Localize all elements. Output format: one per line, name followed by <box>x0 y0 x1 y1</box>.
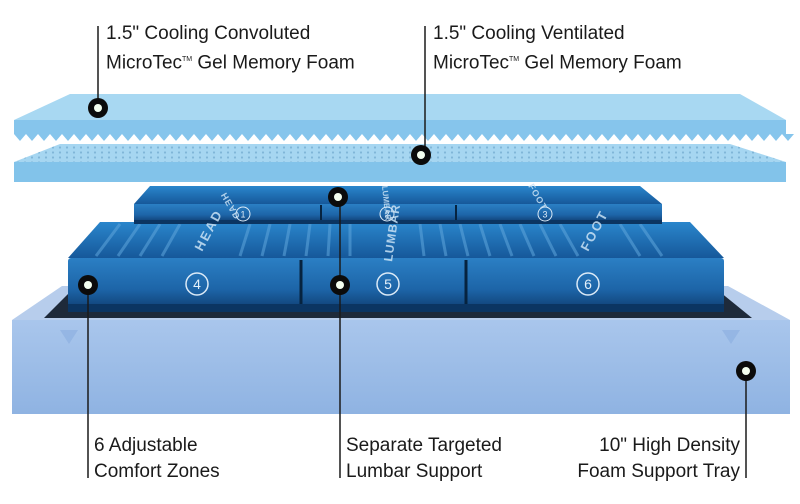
callout-convoluted-foam: 1.5" Cooling Convoluted MicroTecTM Gel M… <box>106 21 355 76</box>
callout-convoluted-line1: 1.5" Cooling Convoluted <box>106 23 311 44</box>
svg-text:6: 6 <box>584 276 592 292</box>
callout-leaders <box>87 26 747 478</box>
trademark-mark: TM <box>182 56 193 63</box>
callout-dot-tray <box>736 361 756 381</box>
chamber-numbers: 1 2 3 4 5 6 <box>185 206 600 296</box>
callout-tray-line2: Foam Support Tray <box>577 461 740 482</box>
svg-text:1: 1 <box>240 210 245 220</box>
callout-dot-zones <box>78 275 98 295</box>
callout-ventilated-line1: 1.5" Cooling Ventilated <box>433 23 625 44</box>
lower-air-chambers <box>68 222 724 312</box>
callout-lumbar-line1: Separate Targeted <box>346 435 502 456</box>
chamber-number-1: 1 <box>235 206 251 222</box>
callout-dots <box>78 98 756 381</box>
chamber-number-6: 6 <box>576 272 600 296</box>
chamber-number-3: 3 <box>537 206 553 222</box>
svg-text:3: 3 <box>542 210 547 220</box>
chamber-number-4: 4 <box>185 272 209 296</box>
ventilated-foam-layer <box>14 144 786 182</box>
callout-dot-convoluted <box>88 98 108 118</box>
callout-tray-line1: 10" High Density <box>599 435 740 456</box>
callout-zones-line2: Comfort Zones <box>94 461 220 482</box>
svg-text:4: 4 <box>193 276 201 292</box>
chamber-number-5: 5 <box>376 272 400 296</box>
callout-convoluted-line2: MicroTecTM Gel Memory Foam <box>106 52 355 74</box>
svg-text:5: 5 <box>384 276 392 292</box>
callout-dot-upper-chamber <box>328 187 348 207</box>
callout-comfort-zones: 6 Adjustable Comfort Zones <box>94 433 220 485</box>
callout-support-tray: 10" High Density Foam Support Tray <box>560 433 740 485</box>
chamber-number-2: 2 <box>379 206 395 222</box>
callout-ventilated-line2: MicroTecTM Gel Memory Foam <box>433 52 682 74</box>
callout-ventilated-foam: 1.5" Cooling Ventilated MicroTecTM Gel M… <box>433 21 682 76</box>
callout-zones-line1: 6 Adjustable <box>94 435 198 456</box>
svg-text:2: 2 <box>384 210 389 220</box>
convoluted-foam-layer <box>14 94 794 141</box>
callout-dot-ventilated <box>411 145 431 165</box>
callout-dot-lumbar <box>330 275 350 295</box>
trademark-mark: TM <box>509 56 520 63</box>
callout-lumbar-support: Separate Targeted Lumbar Support <box>346 433 502 485</box>
upper-air-chambers <box>134 186 662 224</box>
zone-word-lumbar-upper: LUMBAR <box>380 185 393 221</box>
callout-lumbar-line2: Lumbar Support <box>346 461 483 482</box>
